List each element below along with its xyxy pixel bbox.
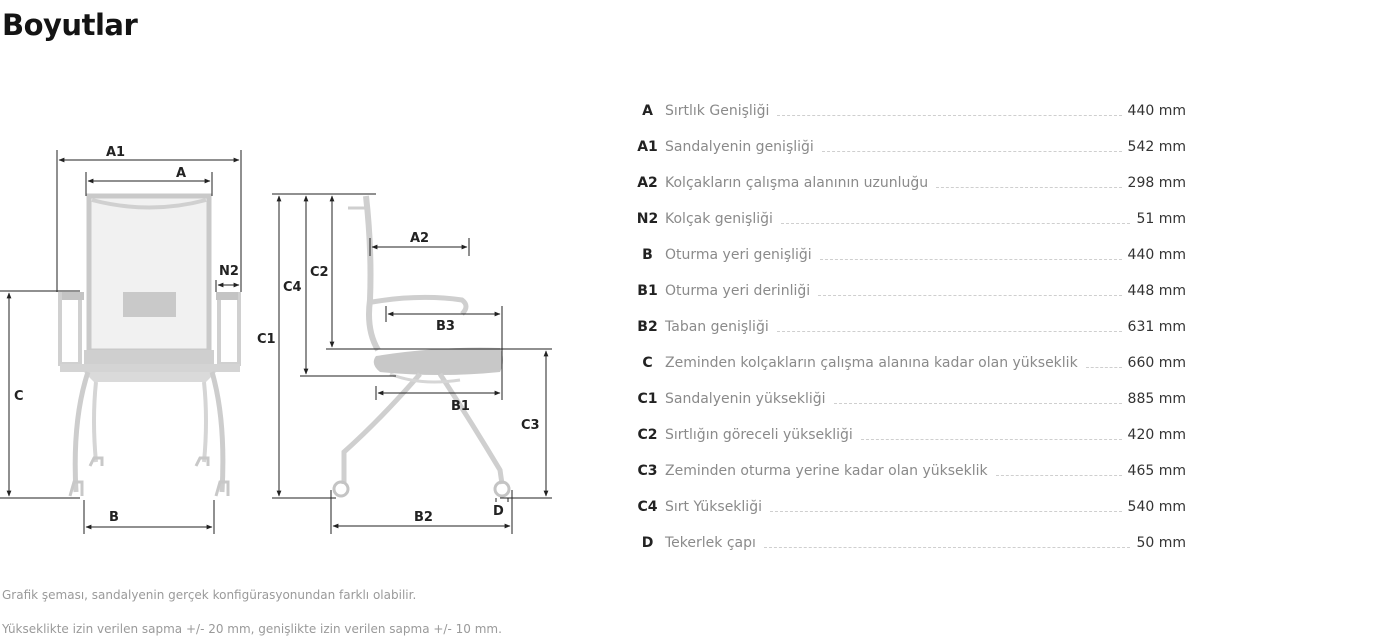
spec-row: A2 Kolçakların çalışma alanının uzunluğu… [630, 165, 1186, 201]
dotted-leader [821, 150, 1122, 152]
spec-name: Sırt Yüksekliği [665, 499, 762, 515]
dotted-leader [995, 474, 1122, 476]
spec-name: Sırtlığın göreceli yüksekliği [665, 427, 853, 443]
spec-value: 298 mm [1127, 175, 1186, 191]
label-N2: N2 [219, 264, 239, 279]
spec-code: C2 [637, 427, 658, 443]
spec-value: 440 mm [1127, 103, 1186, 119]
spec-code: B2 [637, 319, 658, 335]
spec-value: 50 mm [1136, 535, 1186, 551]
spec-value: 542 mm [1127, 139, 1186, 155]
label-A2: A2 [410, 231, 429, 246]
spec-value: 440 mm [1127, 247, 1186, 263]
page-title: Boyutlar [2, 8, 138, 42]
dotted-leader [763, 546, 1131, 548]
front-dimensions [0, 150, 242, 534]
spec-value: 885 mm [1127, 391, 1186, 407]
dimension-spec-list: A Sırtlık Genişliği 440 mm A1 Sandalyeni… [630, 93, 1186, 561]
dotted-leader [833, 402, 1122, 404]
chair-front-view [58, 193, 241, 497]
label-B: B [109, 510, 119, 525]
spec-value: 660 mm [1127, 355, 1186, 371]
spec-name: Sandalyenin yüksekliği [665, 391, 826, 407]
spec-name: Zeminden kolçakların çalışma alanına kad… [665, 355, 1078, 371]
spec-value: 631 mm [1127, 319, 1186, 335]
spec-code: D [641, 535, 654, 551]
spec-value: 448 mm [1127, 283, 1186, 299]
spec-code: A2 [637, 175, 658, 191]
label-C4: C4 [283, 280, 302, 295]
spec-value: 465 mm [1127, 463, 1186, 479]
spec-name: Kolçakların çalışma alanının uzunluğu [665, 175, 929, 191]
spec-row: B2 Taban genişliği 631 mm [630, 309, 1186, 345]
spec-row: C Zeminden kolçakların çalışma alanına k… [630, 345, 1186, 381]
spec-value: 51 mm [1136, 211, 1186, 227]
spec-row: D Tekerlek çapı 50 mm [630, 525, 1186, 561]
disclaimer-note: Grafik şeması, sandalyenin gerçek konfig… [2, 588, 417, 602]
dotted-leader [860, 438, 1122, 440]
spec-row: B1 Oturma yeri derinliği 448 mm [630, 273, 1186, 309]
tolerance-note: Yükseklikte izin verilen sapma +/- 20 mm… [2, 622, 502, 636]
dotted-leader [936, 186, 1122, 188]
side-dimensions [272, 193, 552, 534]
spec-row: N2 Kolçak genişliği 51 mm [630, 201, 1186, 237]
spec-row: B Oturma yeri genişliği 440 mm [630, 237, 1186, 273]
spec-value: 540 mm [1127, 499, 1186, 515]
spec-name: Kolçak genişliği [665, 211, 773, 227]
dotted-leader [769, 510, 1122, 512]
dotted-leader [777, 114, 1122, 116]
spec-code: N2 [636, 211, 659, 227]
spec-name: Zeminden oturma yerine kadar olan yüksek… [665, 463, 988, 479]
spec-name: Oturma yeri derinliği [665, 283, 811, 299]
spec-row: C1 Sandalyenin yüksekliği 885 mm [630, 381, 1186, 417]
dotted-leader [1085, 366, 1122, 368]
label-A1: A1 [106, 145, 125, 160]
label-D: D [493, 504, 504, 519]
spec-code: B1 [637, 283, 658, 299]
dotted-leader [776, 330, 1122, 332]
spec-name: Oturma yeri genişliği [665, 247, 812, 263]
spec-row: C3 Zeminden oturma yerine kadar olan yük… [630, 453, 1186, 489]
label-C1: C1 [257, 332, 276, 347]
label-B2: B2 [414, 510, 433, 525]
spec-code: A [642, 103, 653, 119]
label-C2: C2 [310, 265, 329, 280]
spec-name: Tekerlek çapı [665, 535, 756, 551]
spec-row: C2 Sırtlığın göreceli yüksekliği 420 mm [630, 417, 1186, 453]
spec-code: C1 [637, 391, 658, 407]
spec-row: A Sırtlık Genişliği 440 mm [630, 93, 1186, 129]
spec-name: Taban genişliği [665, 319, 769, 335]
label-A: A [176, 166, 186, 181]
dotted-leader [780, 222, 1131, 224]
spec-value: 420 mm [1127, 427, 1186, 443]
chair-side-view [332, 195, 511, 498]
label-B1: B1 [451, 399, 470, 414]
label-C3: C3 [521, 418, 540, 433]
dotted-leader [819, 258, 1122, 260]
spec-code: B [642, 247, 653, 263]
label-C: C [14, 389, 24, 404]
spec-code: A1 [637, 139, 658, 155]
spec-name: Sırtlık Genişliği [665, 103, 770, 119]
spec-row: A1 Sandalyenin genişliği 542 mm [630, 129, 1186, 165]
chair-dimension-diagram: A1 A N2 C B [0, 145, 552, 534]
label-B3: B3 [436, 319, 455, 334]
spec-code: C3 [637, 463, 658, 479]
spec-code: C4 [637, 499, 658, 515]
spec-name: Sandalyenin genişliği [665, 139, 814, 155]
spec-row: C4 Sırt Yüksekliği 540 mm [630, 489, 1186, 525]
dotted-leader [818, 294, 1122, 296]
spec-code: C [642, 355, 653, 371]
